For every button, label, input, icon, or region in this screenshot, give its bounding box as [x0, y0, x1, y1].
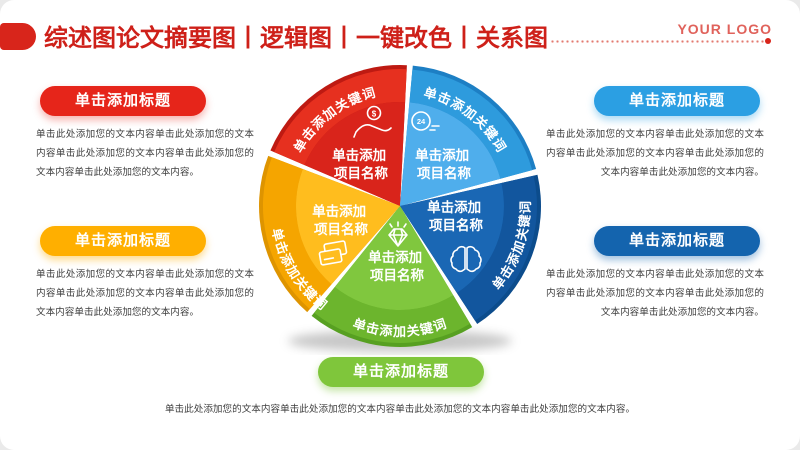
- wheel-slice-yellow: 单击添加关键词 单击添加 项目名称: [259, 155, 400, 313]
- svg-text:24: 24: [417, 117, 426, 126]
- slice-label-red: 单击添加 项目名称: [332, 147, 390, 181]
- body-text-top-right: 单击此处添加您的文本内容单击此处添加您的文本内容单击此处添加您的文本内容单击此处…: [546, 129, 764, 178]
- footer-text: 单击此处添加您的文本内容单击此处添加您的文本内容单击此处添加您的文本内容单击此处…: [164, 404, 636, 415]
- title-accent-tab: [0, 23, 36, 50]
- dotted-divider-end-dot: [765, 38, 771, 44]
- slice-label-lightblue: 单击添加 项目名称: [415, 147, 473, 181]
- brain-icon: [450, 245, 482, 273]
- wheel-slice-darkblue: 单击添加关键词 单击添加 项目名称: [400, 174, 541, 324]
- title-badge-bottom-right: 单击添加标题: [594, 226, 760, 256]
- title-badge-bottom-center: 单击添加标题: [318, 357, 484, 387]
- slice-label-green: 单击添加 项目名称: [368, 249, 426, 283]
- slice-label-darkblue: 单击添加 项目名称: [427, 199, 485, 233]
- title-badge-top-left: 单击添加标题: [40, 86, 206, 116]
- page-title: 综述图论文摘要图丨逻辑图丨一键改色丨关系图: [44, 25, 548, 52]
- body-text-bottom-left: 单击此处添加您的文本内容单击此处添加您的文本内容单击此处添加您的文本内容单击此处…: [36, 269, 254, 318]
- dotted-divider: [550, 40, 764, 43]
- logo-text: YOUR LOGO: [677, 21, 772, 37]
- wheel-slice-green: 单击添加关键词 单击添加 项目名称: [311, 206, 473, 348]
- coin-hand-icon: $: [353, 105, 392, 138]
- 24-hour-clock-icon: 24: [411, 111, 440, 131]
- wheel-diagram: 单击添加关键词 $ 单击添加 项目名称 单击添加关键词 24 单: [259, 65, 541, 352]
- wheel-slice-lightblue: 单击添加关键词 24 单击添加 项目名称: [400, 65, 537, 206]
- wheel-slice-red: 单击添加关键词 $ 单击添加 项目名称: [270, 65, 407, 206]
- title-badge-bottom-left: 单击添加标题: [40, 226, 206, 256]
- credit-cards-icon: [318, 240, 348, 266]
- title-badge-top-right: 单击添加标题: [594, 86, 760, 116]
- body-text-top-left: 单击此处添加您的文本内容单击此处添加您的文本内容单击此处添加您的文本内容单击此处…: [36, 129, 254, 178]
- slice-label-yellow: 单击添加 项目名称: [312, 203, 370, 237]
- diamond-icon: [388, 221, 408, 247]
- body-text-bottom-right: 单击此处添加您的文本内容单击此处添加您的文本内容单击此处添加您的文本内容单击此处…: [546, 269, 764, 318]
- svg-text:$: $: [372, 110, 377, 119]
